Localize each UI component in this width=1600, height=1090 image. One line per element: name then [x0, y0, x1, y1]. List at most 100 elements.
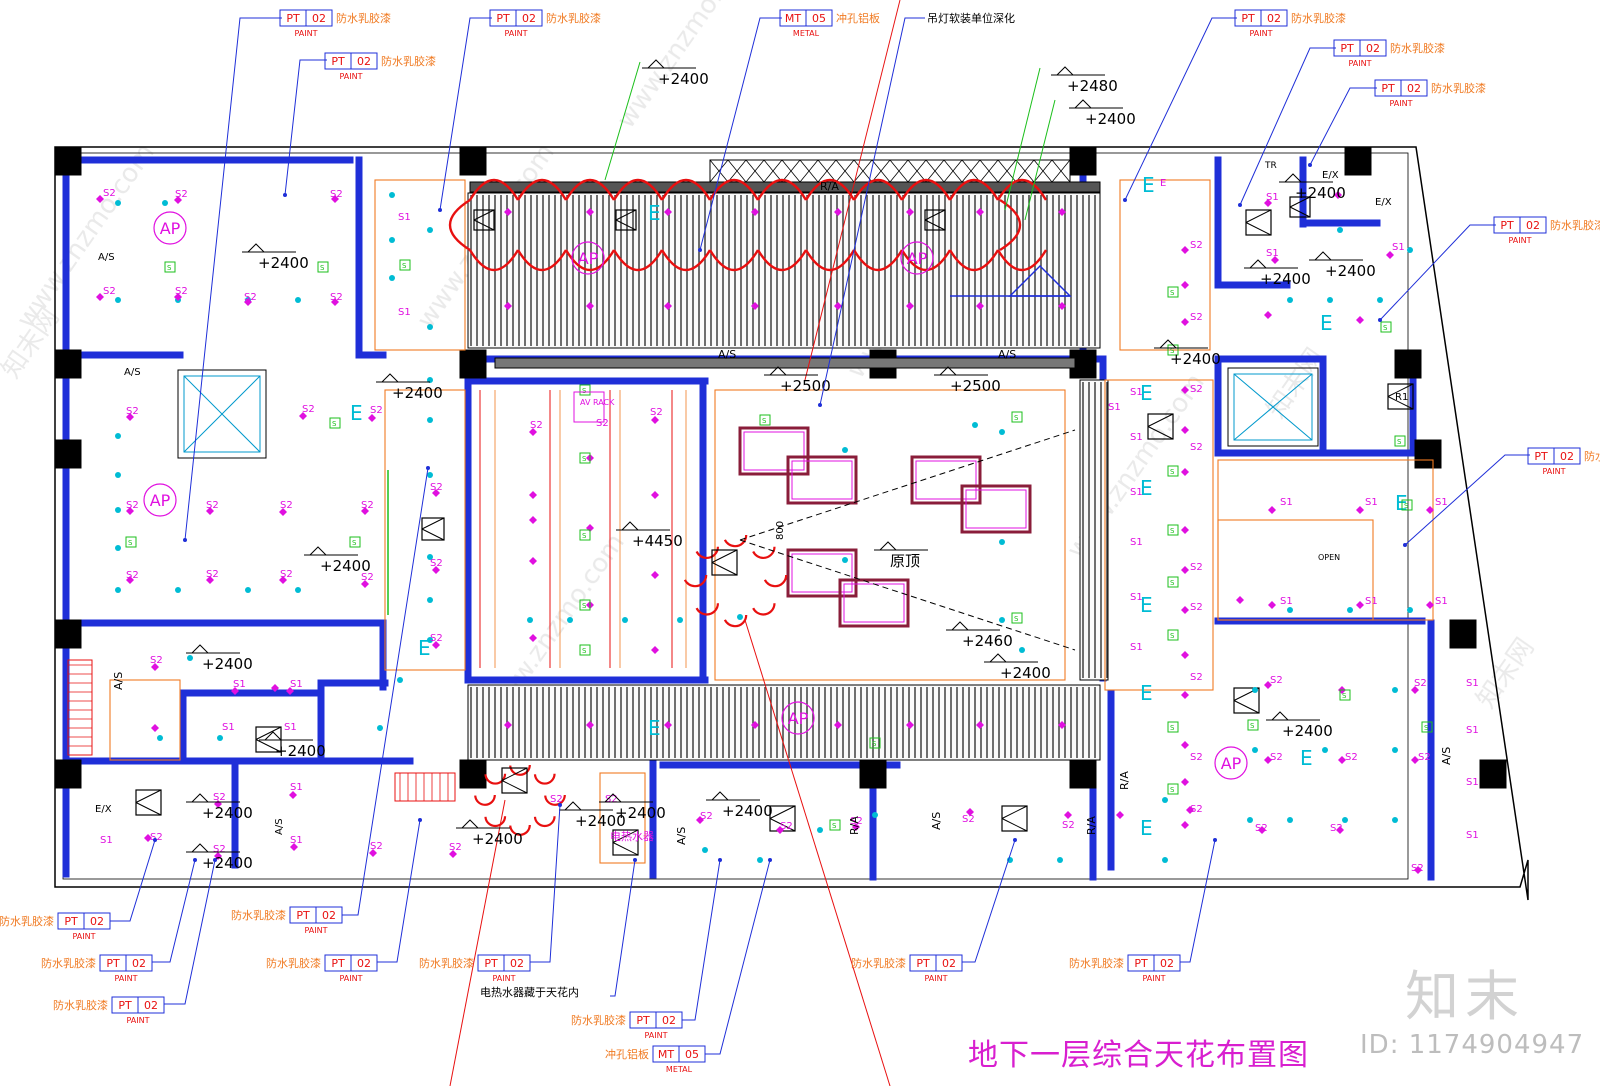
sprinkler [529, 428, 537, 436]
grille-x [745, 159, 765, 183]
grille-x [1051, 159, 1071, 183]
smoke-detector-label: S [1170, 579, 1175, 587]
level-label: +2400 [1295, 184, 1346, 202]
tag-code: PT [64, 915, 78, 928]
as-label: A/S [718, 348, 736, 361]
cloud-arc [948, 249, 1000, 271]
tag-number: 02 [1160, 957, 1174, 970]
ac-unit-line [1289, 206, 1311, 218]
sprinkler [126, 507, 134, 515]
tag-num-box [515, 9, 543, 27]
pendant-frame-inner [791, 460, 853, 500]
sprinkler-label: S2 [361, 500, 374, 511]
leader-arrow [698, 248, 702, 252]
leader-arrow [818, 403, 822, 407]
ac-unit-line [135, 789, 162, 803]
downlight [999, 617, 1005, 623]
ac-unit-line [612, 829, 639, 843]
sprinkler [1181, 778, 1189, 786]
cloud-arc [762, 562, 788, 588]
smoke-detector-label: S [1250, 722, 1255, 730]
leader-arrow [1123, 198, 1127, 202]
sprinkler [151, 724, 159, 732]
sprinkler [1186, 806, 1194, 814]
grille-x [889, 159, 909, 183]
tag-code: PT [484, 957, 498, 970]
sprinkler-label: S2 [1414, 678, 1427, 689]
cloud-arc [516, 179, 568, 201]
sprinkler [1258, 826, 1266, 834]
sprinkler [1181, 526, 1189, 534]
sprinkler [1411, 686, 1419, 694]
smoke-detector [1011, 612, 1023, 624]
sprinkler [1386, 251, 1394, 259]
smoke-detector [829, 819, 841, 831]
tag-number: 05 [812, 12, 826, 25]
cloud-arc [449, 198, 471, 252]
pendant-frame [786, 455, 858, 505]
downlight [1287, 607, 1293, 613]
grille-x [709, 159, 729, 183]
downlight [567, 617, 573, 623]
wall [1214, 355, 1326, 363]
sprinkler-label: S2 [302, 404, 315, 415]
tag-code: PT [118, 999, 132, 1012]
cloud-arc [533, 805, 556, 828]
downlight [1057, 857, 1063, 863]
sprinkler-label: S2 [206, 569, 219, 580]
ceiling-zone-outline [374, 179, 466, 351]
downlight [1342, 817, 1348, 823]
wall [1214, 156, 1222, 288]
tag-number: 02 [1366, 42, 1380, 55]
level-label: +2400 [320, 557, 371, 575]
sprinkler [206, 507, 214, 515]
tag-material: 防水乳胶漆 [336, 11, 391, 25]
emergency-light: E [1140, 381, 1153, 405]
leader [1239, 47, 1336, 206]
smoke-detector [317, 261, 329, 273]
sprinkler [1181, 566, 1189, 574]
tag-num-box [350, 52, 378, 70]
downlight [115, 200, 121, 206]
downlight [1287, 297, 1293, 303]
level-label: +2400 [658, 70, 709, 88]
sprinkler-label: S1 [1280, 497, 1293, 508]
sprinkler [1338, 756, 1346, 764]
leader [705, 859, 771, 1055]
downlight [1252, 687, 1258, 693]
sprinkler-label: S1 [1130, 487, 1143, 498]
leader [699, 17, 782, 251]
sprinkler [1356, 316, 1364, 324]
cloud-arc [612, 179, 664, 201]
tag-material: 防水乳胶漆 [546, 11, 601, 25]
level-triangle [1313, 251, 1333, 261]
sprinkler-label: S2 [213, 792, 226, 803]
leader-arrow [1403, 543, 1407, 547]
sprinkler-label: S1 [1435, 596, 1448, 607]
pendant-frame [838, 578, 910, 628]
downlight [1252, 747, 1258, 753]
emergency-light: E [1395, 491, 1408, 515]
sprinkler-label: S1 [1365, 497, 1378, 508]
ac-unit [421, 517, 445, 541]
leader-arrow [1378, 318, 1382, 322]
sprinkler [1181, 741, 1189, 749]
sprinkler [776, 826, 784, 834]
downlight [162, 200, 168, 206]
sprinkler-label: S2 [430, 558, 443, 569]
level-label: +2500 [780, 377, 831, 395]
leader-green [1004, 67, 1041, 211]
wall [379, 619, 387, 691]
level-triangle [246, 243, 266, 253]
level-triangle [190, 644, 210, 654]
tag-number: 02 [942, 957, 956, 970]
revision-cloud-south [474, 754, 566, 836]
leader [284, 59, 327, 196]
tag-material: 防水乳胶漆 [41, 956, 96, 970]
as-label: A/S [998, 348, 1016, 361]
ac-unit-line [615, 209, 637, 221]
smoke-detector [1167, 524, 1179, 536]
